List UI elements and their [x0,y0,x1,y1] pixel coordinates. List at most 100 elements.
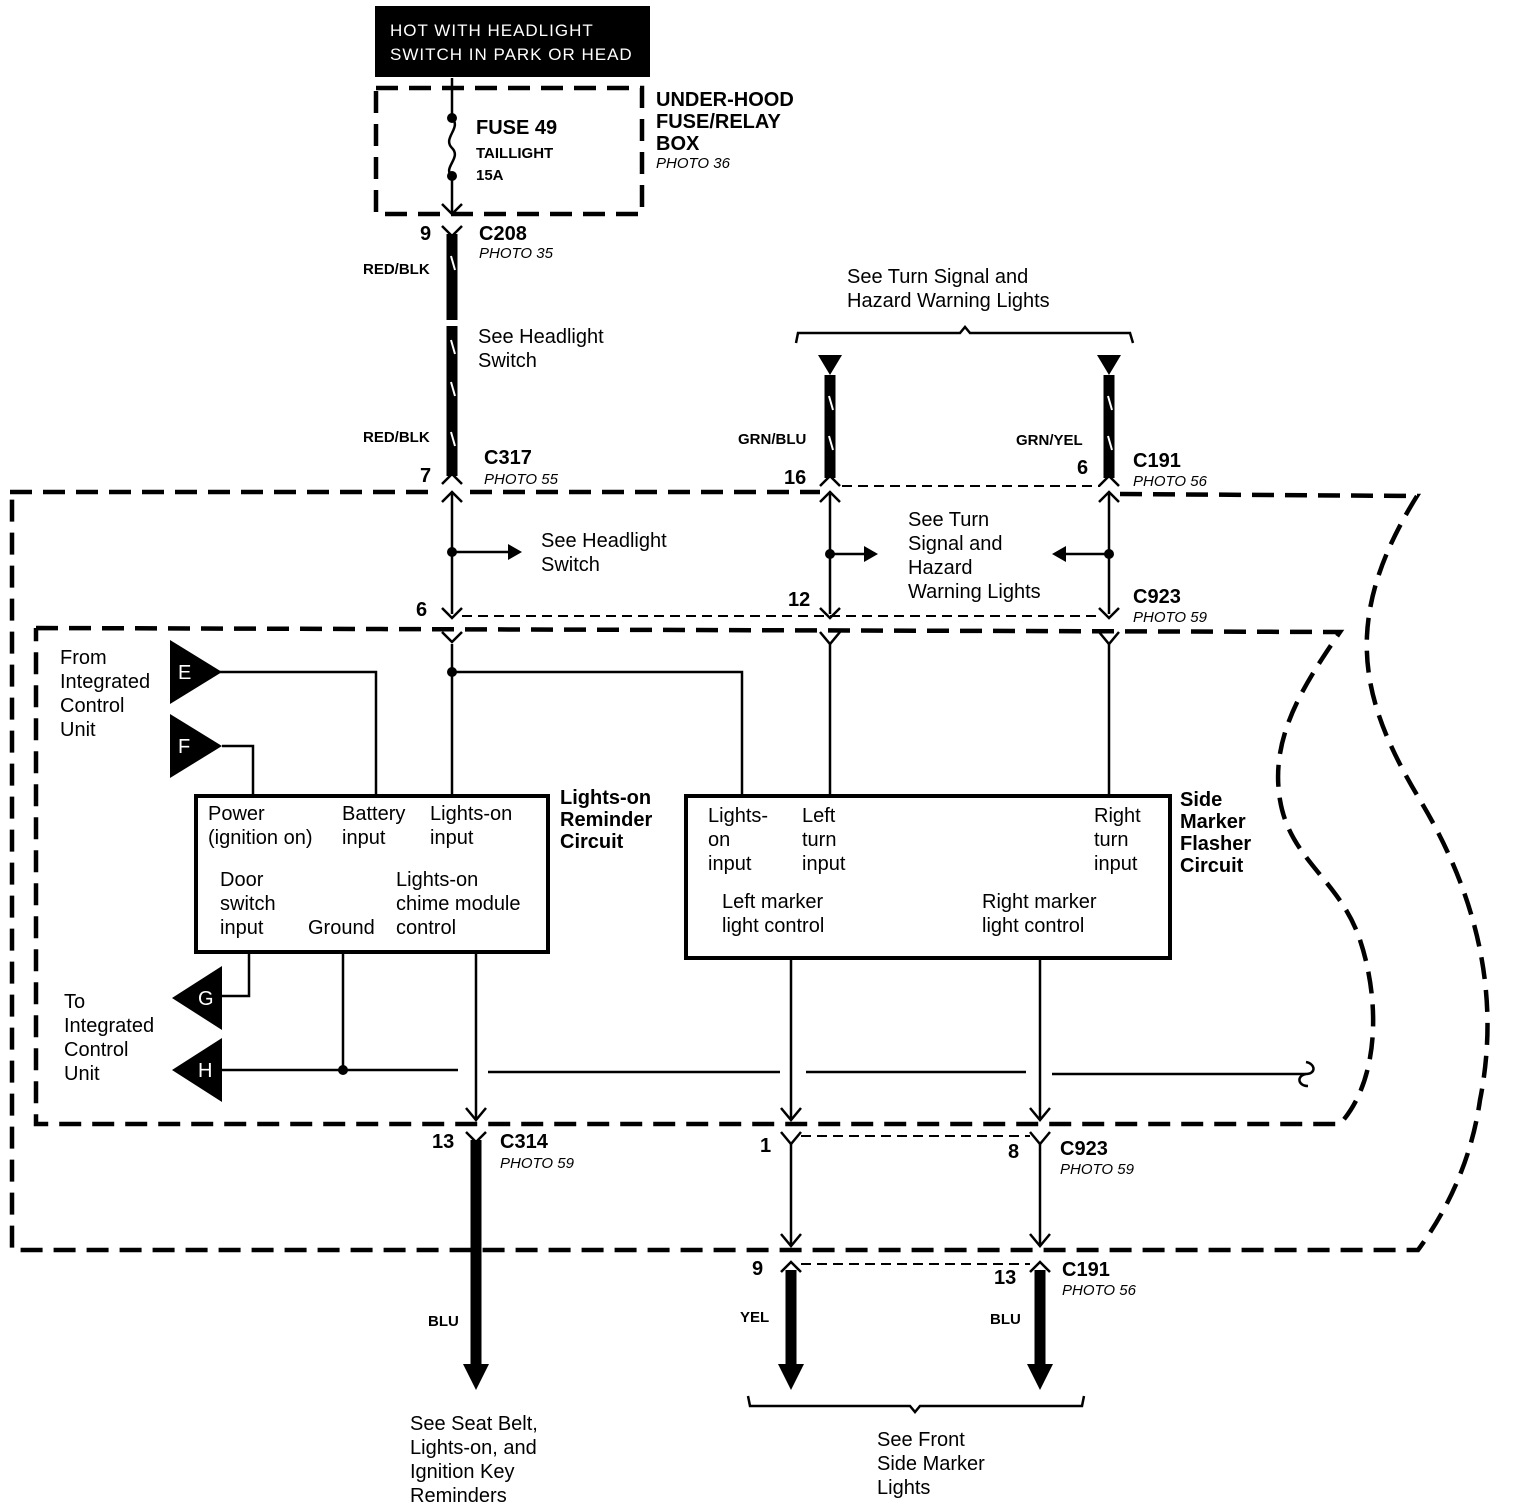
svg-text:13: 13 [432,1131,454,1153]
svg-text:Integrated: Integrated [60,671,150,693]
headlight-branch: 6 [416,490,522,621]
svg-text:GRN/BLU: GRN/BLU [738,431,806,448]
svg-text:Lights-on, and: Lights-on, and [410,1437,537,1459]
svg-text:6: 6 [416,599,427,621]
icu-tag-g: G [172,966,222,1030]
svg-text:Right marker: Right marker [982,891,1097,913]
svg-text:input: input [220,917,264,939]
note-headlight-switch-1: See Headlight Switch [478,326,604,372]
svg-text:Ignition Key: Ignition Key [410,1461,515,1483]
svg-text:Reminder: Reminder [560,809,652,831]
svg-text:FUSE/RELAY: FUSE/RELAY [656,111,782,133]
icu-to-label: To Integrated Control Unit [64,991,154,1085]
svg-text:See Seat Belt,: See Seat Belt, [410,1413,538,1435]
svg-text:F: F [178,736,190,758]
svg-text:input: input [430,827,474,849]
svg-text:PHOTO 36: PHOTO 36 [656,155,731,172]
svg-text:chime module: chime module [396,893,521,915]
side-marker-flasher-module: Lights- on input Left turn input Right t… [684,794,1172,960]
svg-text:From: From [60,647,107,669]
svg-text:See Front: See Front [877,1429,965,1451]
outer-dashed-enclosure [9,489,1490,1253]
inner-dashed-enclosure [33,625,1376,1127]
svg-text:Flasher: Flasher [1180,833,1251,855]
svg-text:Reminders: Reminders [410,1485,507,1507]
svg-text:Unit: Unit [60,719,96,741]
svg-text:(ignition on): (ignition on) [208,827,313,849]
svg-text:Circuit: Circuit [560,831,624,853]
note-turn-signal-top: See Turn Signal and Hazard Warning Light… [794,266,1135,344]
svg-text:HOT WITH HEADLIGHT: HOT WITH HEADLIGHT [390,21,594,40]
svg-text:Control: Control [60,695,124,717]
svg-text:input: input [708,853,752,875]
svg-text:Control: Control [64,1039,128,1061]
svg-text:Lights: Lights [877,1477,930,1499]
svg-text:16: 16 [784,467,806,489]
connector-c314: 13 C314 PHOTO 59 BLU [428,1131,575,1390]
lower-wiring [222,952,1315,1122]
connector-c191-bottom: 9 13 C191 PHOTO 56 [752,1258,1137,1299]
svg-text:Power: Power [208,803,265,825]
svg-text:input: input [802,853,846,875]
svg-text:PHOTO 59: PHOTO 59 [500,1155,575,1172]
svg-text:GRN/YEL: GRN/YEL [1016,432,1083,449]
header-label: HOT WITH HEADLIGHT SWITCH IN PARK OR HEA… [375,6,650,77]
note-front-side-marker: See Front Side Marker Lights [877,1429,985,1499]
svg-text:7: 7 [420,465,431,487]
svg-text:Hazard: Hazard [908,557,972,579]
svg-text:Switch: Switch [541,554,600,576]
svg-text:See Headlight: See Headlight [541,530,667,552]
svg-text:input: input [1094,853,1138,875]
flasher-title: Side Marker Flasher Circuit [1180,789,1251,877]
svg-text:13: 13 [994,1267,1016,1289]
svg-text:control: control [396,917,456,939]
svg-text:15A: 15A [476,167,504,184]
svg-text:Marker: Marker [1180,811,1246,833]
svg-text:C191: C191 [1062,1259,1110,1281]
svg-text:9: 9 [420,223,431,245]
svg-text:YEL: YEL [740,1309,769,1326]
svg-text:Left marker: Left marker [722,891,823,913]
svg-text:Hazard Warning Lights: Hazard Warning Lights [847,290,1050,312]
svg-text:6: 6 [1077,457,1088,479]
icu-from-label: From Integrated Control Unit [60,647,150,741]
svg-text:light control: light control [982,915,1084,937]
svg-text:Left: Left [802,805,836,827]
svg-text:8: 8 [1008,1141,1019,1163]
svg-text:on: on [708,829,730,851]
svg-text:C314: C314 [500,1131,549,1153]
svg-text:switch: switch [220,893,276,915]
svg-text:light control: light control [722,915,824,937]
right-turn-branch [1052,490,1120,620]
svg-text:Door: Door [220,869,264,891]
svg-text:PHOTO 56: PHOTO 56 [1062,1282,1137,1299]
svg-text:UNDER-HOOD: UNDER-HOOD [656,89,794,111]
svg-text:PHOTO 56: PHOTO 56 [1133,473,1208,490]
svg-text:Battery: Battery [342,803,405,825]
svg-text:RED/BLK: RED/BLK [363,261,430,278]
svg-text:turn: turn [802,829,836,851]
svg-text:Switch: Switch [478,350,537,372]
connector-c208: 9 C208 PHOTO 35 [420,223,554,262]
svg-text:C191: C191 [1133,450,1181,472]
svg-text:Ground: Ground [308,917,375,939]
svg-text:Lights-on: Lights-on [396,869,478,891]
wire-red-blk: RED/BLK RED/BLK [363,225,463,485]
inner-connector-top [441,631,1120,646]
svg-text:Side Marker: Side Marker [877,1453,985,1475]
connector-c191-top: C191 PHOTO 56 [842,450,1208,490]
svg-text:BLU: BLU [428,1313,459,1330]
connector-c317: 7 C317 PHOTO 55 [420,447,559,488]
svg-text:Warning Lights: Warning Lights [908,581,1041,603]
svg-text:Side: Side [1180,789,1222,811]
svg-text:PHOTO 59: PHOTO 59 [1133,609,1208,626]
svg-text:SWITCH IN PARK OR HEAD: SWITCH IN PARK OR HEAD [390,45,633,64]
note-seat-belt: See Seat Belt, Lights-on, and Ignition K… [410,1413,538,1507]
note-turn-signal-mid: See Turn Signal and Hazard Warning Light… [908,509,1041,603]
svg-text:Lights-: Lights- [708,805,768,827]
svg-text:TAILLIGHT: TAILLIGHT [476,145,553,162]
connector-c923-top: C923 PHOTO 59 [462,586,1208,626]
wire-grn-blu: GRN/BLU 16 [738,355,842,489]
svg-text:12: 12 [788,589,810,611]
